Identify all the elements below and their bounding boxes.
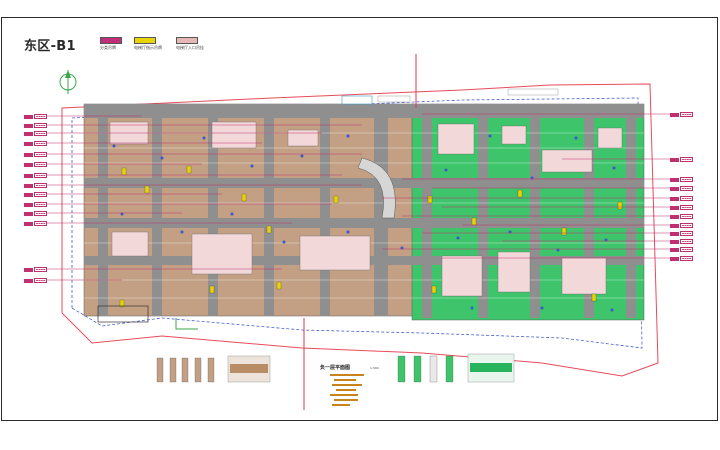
detail-box	[97, 305, 149, 323]
callout-right-9: ▬▬▬▬	[670, 231, 694, 236]
legend-label-elevator-hall-sign: 电梯厅指示吊牌	[134, 45, 162, 50]
building-cores	[109, 121, 623, 297]
note-line-5	[330, 394, 358, 396]
note-line-3	[332, 384, 362, 386]
floor-plan	[44, 54, 672, 410]
callout-left-5: ▬▬▬▬	[24, 152, 48, 157]
callout-left-2: ▬▬▬▬	[24, 123, 48, 128]
note-line-6	[334, 399, 358, 401]
callout-right-6: ▬▬▬▬	[670, 205, 694, 210]
callout-left-11: ▬▬▬▬	[24, 211, 48, 216]
callout-leaders-right	[382, 113, 672, 259]
plan-title: 负一层平面图	[320, 365, 351, 371]
callout-right-8: ▬▬▬▬	[670, 223, 694, 228]
callout-right-7: ▬▬▬▬	[670, 214, 694, 219]
callout-left-1: ▬▬▬▬	[24, 114, 48, 119]
green-bracket	[175, 318, 198, 330]
callout-right-12: ▬▬▬▬	[670, 256, 694, 261]
site-boundary	[61, 83, 659, 377]
legend-swatch-elevator-entrance-sign	[176, 37, 198, 44]
note-line-1	[330, 374, 364, 376]
callout-leaders-left	[44, 115, 362, 281]
note-line-4	[336, 389, 356, 391]
entrance-markers	[341, 88, 559, 105]
callout-left-6: ▬▬▬▬	[24, 162, 48, 167]
callout-right-1: ▬▬▬▬	[670, 112, 694, 117]
callout-left-3: ▬▬▬▬	[24, 131, 48, 136]
callout-left-9: ▬▬▬▬	[24, 192, 48, 197]
legend-label-elevator-entrance-sign: 电梯厅入口吊挂	[176, 45, 204, 50]
compass-icon	[59, 70, 77, 94]
callout-right-3: ▬▬▬▬	[670, 177, 694, 182]
callout-right-5: ▬▬▬▬	[670, 196, 694, 201]
page-title: 东区-B1	[24, 39, 76, 54]
legend-swatch-elevator-hall-sign	[134, 37, 156, 44]
sign-elevations-right	[397, 353, 515, 383]
callout-left-13: ▬▬▬▬	[24, 267, 48, 272]
note-line-7	[332, 404, 350, 406]
callout-right-10: ▬▬▬▬	[670, 239, 694, 244]
callout-left-14: ▬▬▬▬	[24, 278, 48, 283]
plan-scale: 1:300	[370, 366, 379, 370]
callout-left-8: ▬▬▬▬	[24, 183, 48, 188]
note-line-2	[334, 379, 356, 381]
callout-left-10: ▬▬▬▬	[24, 202, 48, 207]
legend-label-category-sign: 分类吊牌	[100, 45, 116, 50]
elevator-sign-icons	[119, 165, 623, 308]
sign-elevations-left	[156, 355, 271, 383]
callout-right-4: ▬▬▬▬	[670, 186, 694, 191]
drawing-sheet: 东区-B1 分类吊牌 电梯厅指示吊牌 电梯厅入口吊挂	[1, 17, 718, 421]
callout-left-12: ▬▬▬▬	[24, 221, 48, 226]
callout-right-2: ▬▬▬▬	[670, 157, 694, 162]
ramp	[357, 157, 396, 219]
callout-left-4: ▬▬▬▬	[24, 141, 48, 146]
legend-swatch-category-sign	[100, 37, 122, 44]
callout-right-11: ▬▬▬▬	[670, 247, 694, 252]
callout-left-7: ▬▬▬▬	[24, 173, 48, 178]
